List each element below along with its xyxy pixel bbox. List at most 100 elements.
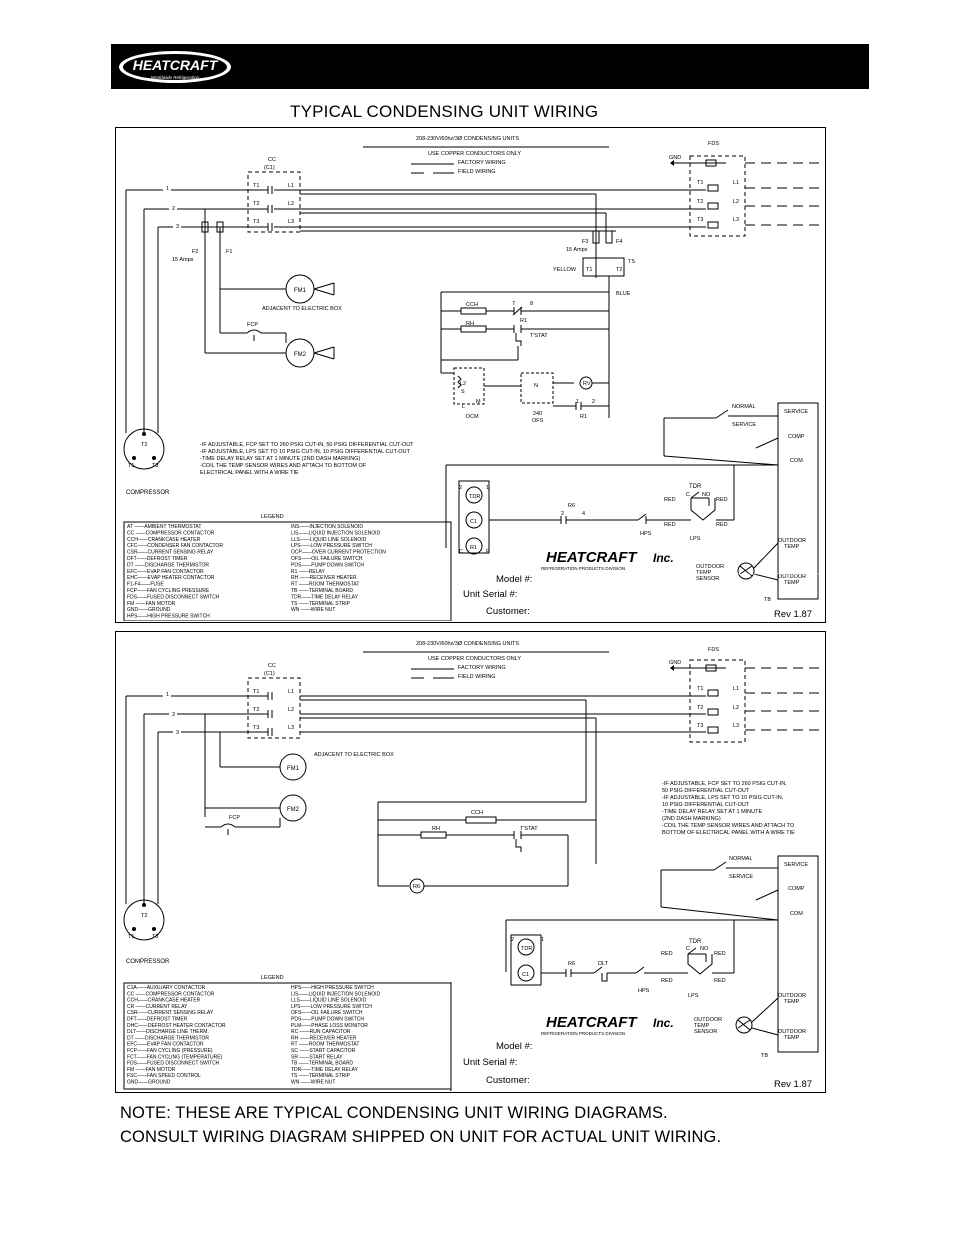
diagram-label: CCH bbox=[471, 810, 483, 816]
diagram-label: -IF ADJUSTABLE, LPS SET TO 10 PSIG CUT-I… bbox=[200, 449, 411, 455]
diagram-label: TDR bbox=[521, 946, 532, 952]
diagram-label: TEMP bbox=[784, 999, 800, 1005]
p1-legend-item: EFC——EVAP FAN CONTACTOR bbox=[127, 569, 204, 575]
diagram-label: 8 bbox=[530, 301, 533, 307]
diagram-label: F4 bbox=[616, 239, 622, 245]
p1-legend-item: GND——GROUND bbox=[127, 607, 171, 613]
diagram-label: T2 bbox=[141, 913, 147, 919]
diagram-label: DCM bbox=[466, 414, 479, 420]
p1-legend-item: LLS——LIQUID LINE SOLENOID bbox=[291, 537, 367, 543]
diagram-label: RH bbox=[432, 826, 440, 832]
diagram-label: 50 PSIG DIFFERENTIAL CUT-OUT bbox=[662, 788, 750, 794]
p2-legend-item: FCT——FAN CYCLING (TEMPERATURE) bbox=[127, 1054, 223, 1060]
p1-legend-item: CFC——CONDENSER FAN CONTACTOR bbox=[127, 543, 223, 549]
diagram-label: DLT bbox=[598, 961, 609, 967]
diagram-label: L3 bbox=[733, 723, 739, 729]
diagram-label: T3 bbox=[253, 219, 259, 225]
diagram-label: COM bbox=[790, 458, 803, 464]
diagram-label: -IF ADJUSTABLE, FCP SET TO 260 PSIG CUT-… bbox=[662, 781, 787, 787]
diagram-label: L1 bbox=[288, 689, 294, 695]
diagram-label: Inc. bbox=[653, 551, 674, 565]
diagram-label: -IF ADJUSTABLE, LPS SET TO 10 PSIG CUT-I… bbox=[662, 795, 784, 801]
p2-legend-item: LPS——LOW PRESSURE SWITCH bbox=[291, 1004, 372, 1010]
diagram-label: T1 bbox=[253, 183, 259, 189]
p1-legend-item: FCP——FAN CYCLING PRESSURE bbox=[127, 588, 210, 594]
diagram-label: NO bbox=[700, 946, 709, 952]
diagram-label: TEMP bbox=[696, 570, 712, 576]
p1-legend-item: EHC——EVAP HEATER CONTACTOR bbox=[127, 575, 215, 581]
diagram-label: 1 bbox=[576, 399, 579, 405]
diagram-label: 1 bbox=[486, 485, 489, 491]
diagram-label: T2 bbox=[253, 707, 259, 713]
p1-legend-item: INS——INJECTION SOLENOID bbox=[291, 524, 363, 530]
diagram-label: 2 bbox=[561, 511, 564, 517]
diagram-label: FDS bbox=[708, 647, 719, 653]
diagram-label: 15 Amps bbox=[566, 247, 588, 253]
diagram-label: SERVICE bbox=[729, 874, 753, 880]
p1-legend-item: HPS——HIGH PRESSURE SWITCH bbox=[127, 614, 210, 620]
p2-legend bbox=[123, 982, 452, 1090]
diagram-label: RH bbox=[466, 321, 474, 327]
diagram-label: BLUE bbox=[616, 291, 631, 297]
diagram-label: OUTDOOR bbox=[696, 564, 724, 570]
diagram-label: TEMP bbox=[784, 544, 800, 550]
diagram-label: T2 bbox=[141, 442, 147, 448]
diagram-label: OUTDOOR bbox=[694, 1017, 722, 1023]
diagram-label: RED bbox=[714, 978, 726, 984]
diagram-label: COM bbox=[790, 911, 803, 917]
diagram-label: T'STAT bbox=[520, 826, 538, 832]
p2-legend-item: OFS——OIL FAILURE SWITCH bbox=[291, 1010, 363, 1016]
diagram-label: L3 bbox=[733, 217, 739, 223]
diagram-label: 3 bbox=[176, 730, 179, 736]
diagram-label: T1 bbox=[697, 686, 703, 692]
diagram-label: TDR bbox=[689, 939, 702, 945]
p2-legend-item: FCP——FAN CYCLING (PRESSURE) bbox=[127, 1048, 213, 1054]
p1-field-label: FIELD WIRING bbox=[458, 169, 496, 175]
diagram-label: C bbox=[686, 946, 690, 952]
diagram-label: HPS bbox=[640, 531, 652, 537]
p2-legend-item: CC ——COMPRESSOR CONTACTOR bbox=[127, 991, 215, 997]
p1-model-label: Model #: bbox=[496, 574, 532, 585]
p1-ofs bbox=[520, 372, 554, 404]
p2-legend-item: RC ——RUN CAPACITOR bbox=[291, 1029, 351, 1035]
footer-note-line1: NOTE: THESE ARE TYPICAL CONDENSING UNIT … bbox=[120, 1104, 668, 1122]
diagram-label: T2 bbox=[697, 199, 703, 205]
diagram-label: NO bbox=[702, 492, 711, 498]
diagram-label: SENSOR bbox=[696, 576, 719, 582]
p1-legend-item: RT ——ROOM THERMOSTAT bbox=[291, 582, 359, 588]
p2-legend-item: RH ——RECEIVER HEATER bbox=[291, 1035, 357, 1041]
diagram-label: FIELD WIRING bbox=[458, 674, 496, 680]
diagram-label: OUTDOOR bbox=[778, 538, 806, 544]
diagram-label: L3 bbox=[288, 725, 294, 731]
p2-coil-box bbox=[510, 934, 542, 986]
p2-fds-box bbox=[689, 659, 746, 743]
diagram-label: CC bbox=[268, 157, 276, 163]
p2-legend-item: PLM——PHASE LOSS MONITOR bbox=[291, 1023, 368, 1029]
diagram-label: T1 bbox=[253, 689, 259, 695]
diagram-label: 4 bbox=[582, 511, 585, 517]
diagram-label: L1 bbox=[733, 686, 739, 692]
p1-heading: 208-230V/60hz/3Ø CONDENSING UNITS bbox=[416, 136, 519, 142]
p2-legend-item: TS ——TERMINAL STRIP bbox=[291, 1073, 351, 1079]
diagram-label: T2 bbox=[253, 201, 259, 207]
diagram-label: T1 bbox=[128, 463, 134, 469]
p1-fds-label: FDS bbox=[708, 141, 719, 147]
p1-legend-item: RH ——RECEIVER HEATER bbox=[291, 575, 357, 581]
diagram-label: REFRIGERATION PRODUCTS DIVISION bbox=[541, 1031, 625, 1036]
p2-legend-item: SC ——START CAPACITOR bbox=[291, 1048, 356, 1054]
diagram-label: T3 bbox=[152, 463, 158, 469]
diagram-label: YELLOW bbox=[553, 267, 577, 273]
diagram-label: TEMP bbox=[694, 1023, 710, 1029]
diagram-label: Customer: bbox=[486, 1075, 530, 1086]
p1-legend-item: WN ——WIRE NUT bbox=[291, 607, 335, 613]
diagram-label: GND bbox=[669, 660, 681, 666]
diagram-label: RED bbox=[664, 497, 676, 503]
p1-legend-item: CSR——CURRENT SENSING RELAY bbox=[127, 550, 214, 556]
p1-outdoor-temp-sensor bbox=[737, 562, 755, 580]
diagram-label: L bbox=[462, 404, 465, 410]
diagram-label: ADJACENT TO ELECTRIC BOX bbox=[314, 752, 394, 758]
diagram-label: Model #: bbox=[496, 1041, 532, 1052]
p1-legend-item: LPS——LOW PRESSURE SWITCH bbox=[291, 543, 372, 549]
diagram-label: R6 bbox=[568, 503, 575, 509]
diagram-label: T3 bbox=[697, 723, 703, 729]
